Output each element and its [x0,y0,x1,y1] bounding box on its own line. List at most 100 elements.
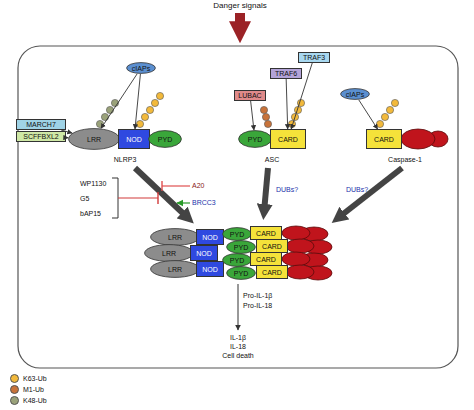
ubiquitination-arrow [101,74,137,129]
legend-swatch [10,396,19,405]
inhibitor-name: bAP15 [80,210,101,218]
inhibition-bar [157,192,158,204]
domain-label: TRAF6 [275,70,297,77]
inhibition-line [162,185,190,186]
dub-name: BRCC3 [192,199,216,207]
ubiquitination-arrow [135,74,140,129]
lrr-domain: LRR [68,128,120,150]
traf-box: TRAF6 [270,68,302,79]
nod-domain: NOD [196,229,224,245]
output-arrow [238,284,239,330]
dub-label: DUBs? [346,186,368,194]
domain-label: PYD [158,136,172,143]
ciap-ellipse: cIAPs [340,88,370,100]
domain-label: NOD [202,266,218,273]
ubiquitin-chain [96,99,118,127]
card-domain: CARD [256,265,288,279]
ubiquitin-chain [136,92,163,127]
domain-label: CARD [374,136,394,143]
legend-swatch [10,374,19,383]
dub-name: A20 [192,182,204,190]
pyd-domain: PYD [226,266,256,280]
card-domain: CARD [250,252,282,266]
ubiquitination-arrow [251,101,254,130]
domain-label: PYD [234,270,248,277]
legend-row: K63-Ub [10,374,47,383]
legend-swatch [10,385,19,394]
domain-label: PYD [230,231,244,238]
legend-row: K48-Ub [10,396,47,405]
stimulus-label: Danger signals [213,2,266,11]
cytokine-label: IL-18 [230,343,246,351]
domain-label: SCFFBXL2 [23,133,58,140]
inhibitor-name: G5 [80,195,89,203]
inhibitor-name: WP1130 [80,180,106,188]
pyd-domain: PYD [222,253,252,267]
domain-label: PYD [234,244,248,251]
inhibition-bar [161,181,162,191]
domain-label: NOD [202,234,218,241]
domain-label: LRR [162,250,176,257]
cytokine-label: IL-1β [230,334,246,342]
lubac-box: LUBAC [234,90,266,101]
domain-label: NOD [196,250,212,257]
domain-label: CARD [262,243,282,250]
lrr-domain: LRR [150,228,200,246]
domain-label: LUBAC [238,92,261,99]
outcome-label: Cell death [222,352,254,360]
protein-name: ASC [265,156,279,164]
card-domain: CARD [270,129,306,149]
bracket [112,178,118,218]
domain-label: LRR [87,136,101,143]
assembly-arrow [338,168,402,218]
ubiquitination-arrow [61,130,72,133]
cytokine-label: Pro-IL-18 [243,302,272,310]
assembly-arrow [135,168,188,218]
activation-arrow [177,202,190,203]
assembly-arrow [264,168,268,212]
traf-box: TRAF3 [298,52,330,63]
lrr-domain: LRR [144,244,194,262]
inhibition-line [118,197,158,198]
domain-label: NOD [126,136,142,143]
protein-name: NLRP3 [114,156,137,164]
cell-membrane [18,46,458,368]
domain-label: CARD [278,136,298,143]
ubiquitin-chain [376,99,398,127]
domain-label: PYD [248,136,262,143]
ubiquitin-chain [288,99,304,127]
caspase-domain [401,129,448,149]
ubiquitination-arrow [66,137,68,138]
domain-label: MARCH7 [26,121,56,128]
pyd-domain: PYD [222,227,252,241]
domain-label: cIAPs [346,91,364,98]
e3-ligase-box: MARCH7 [16,119,66,130]
ubiquitination-arrow [359,100,378,129]
domain-label: cIAPs [132,65,150,72]
caspase-domain [282,226,332,280]
domain-label: PYD [230,257,244,264]
domain-label: TRAF3 [303,54,325,61]
domain-label: CARD [256,256,276,263]
card-domain: CARD [366,129,402,149]
legend-text: K63-Ub [23,375,47,382]
ubiquitination-arrow [291,63,312,129]
domain-label: LRR [168,234,182,241]
legend-text: K48-Ub [23,397,47,404]
card-domain: CARD [256,239,288,253]
legend-text: M1-Ub [23,386,44,393]
lrr-domain: LRR [150,260,200,278]
ubiquitin-chain [260,106,271,127]
domain-label: CARD [262,269,282,276]
protein-name: Caspase-1 [388,156,422,164]
pyd-domain: PYD [148,130,182,148]
dub-label: DUBs? [276,186,298,194]
nod-domain: NOD [196,261,224,277]
domain-label: LRR [168,266,182,273]
nod-domain: NOD [118,129,150,149]
cytokine-label: Pro-IL-1β [243,292,272,300]
e3-ligase-box: SCFFBXL2 [16,131,66,142]
pyd-domain: PYD [238,130,272,148]
domain-label: CARD [256,230,276,237]
